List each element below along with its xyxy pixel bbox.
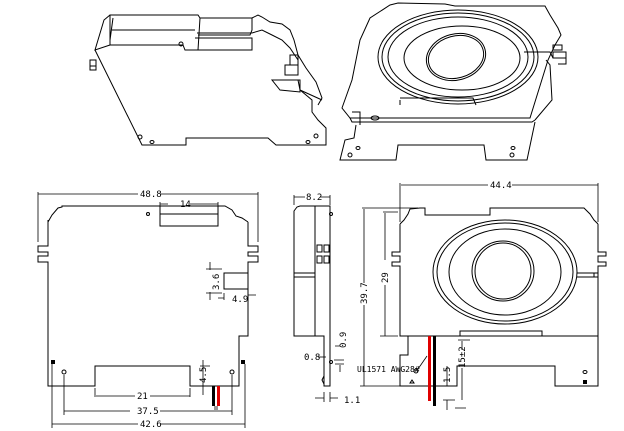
dim-hole-pitch: 37.5 bbox=[137, 407, 159, 417]
side-view: 8.2 0.9 0.8 1.1 bbox=[293, 193, 360, 406]
dim-thickness: 8.2 bbox=[306, 193, 322, 203]
rear-mark bbox=[583, 380, 587, 384]
dim-bottom-cutout: 21 bbox=[137, 392, 148, 402]
dim-pin-offset: 0.8 bbox=[304, 353, 320, 363]
dim-overall-width: 48.8 bbox=[140, 190, 162, 200]
rear-wire-black bbox=[433, 336, 436, 406]
front-wire-black bbox=[212, 386, 215, 406]
dim-pin-gap: 0.9 bbox=[339, 332, 349, 348]
front-wire-red bbox=[217, 386, 220, 406]
dim-base-width: 42.6 bbox=[140, 420, 162, 430]
dim-bottom-step: 4.5 bbox=[199, 367, 209, 383]
dim-plate-thickness: 1.1 bbox=[344, 396, 360, 406]
iso-right-view bbox=[339, 2, 567, 161]
front-view: 48.8 14 3.6 4.9 4.5 21 37.5 42.6 bbox=[37, 190, 259, 430]
front-mark-right bbox=[241, 360, 245, 364]
dim-side-notch-w: 4.9 bbox=[232, 295, 248, 305]
dim-top-slot: 14 bbox=[180, 200, 191, 210]
dim-inner-height: 29 bbox=[381, 272, 391, 283]
front-mark-left bbox=[51, 360, 55, 364]
rear-view: 44.4 29 39.7 1.5 15±2 UL1571 AWG28# bbox=[357, 181, 607, 410]
dim-rear-width: 44.4 bbox=[490, 181, 512, 191]
iso-left-view bbox=[89, 14, 327, 146]
dim-strip-length: 1.5 bbox=[443, 367, 453, 383]
dim-overall-height: 39.7 bbox=[360, 282, 370, 304]
dim-lead-length: 15±2 bbox=[458, 346, 468, 368]
dim-side-notch-h: 3.6 bbox=[212, 274, 222, 290]
rear-wire-red bbox=[428, 336, 431, 401]
wire-spec-note: UL1571 AWG28# bbox=[357, 365, 420, 374]
